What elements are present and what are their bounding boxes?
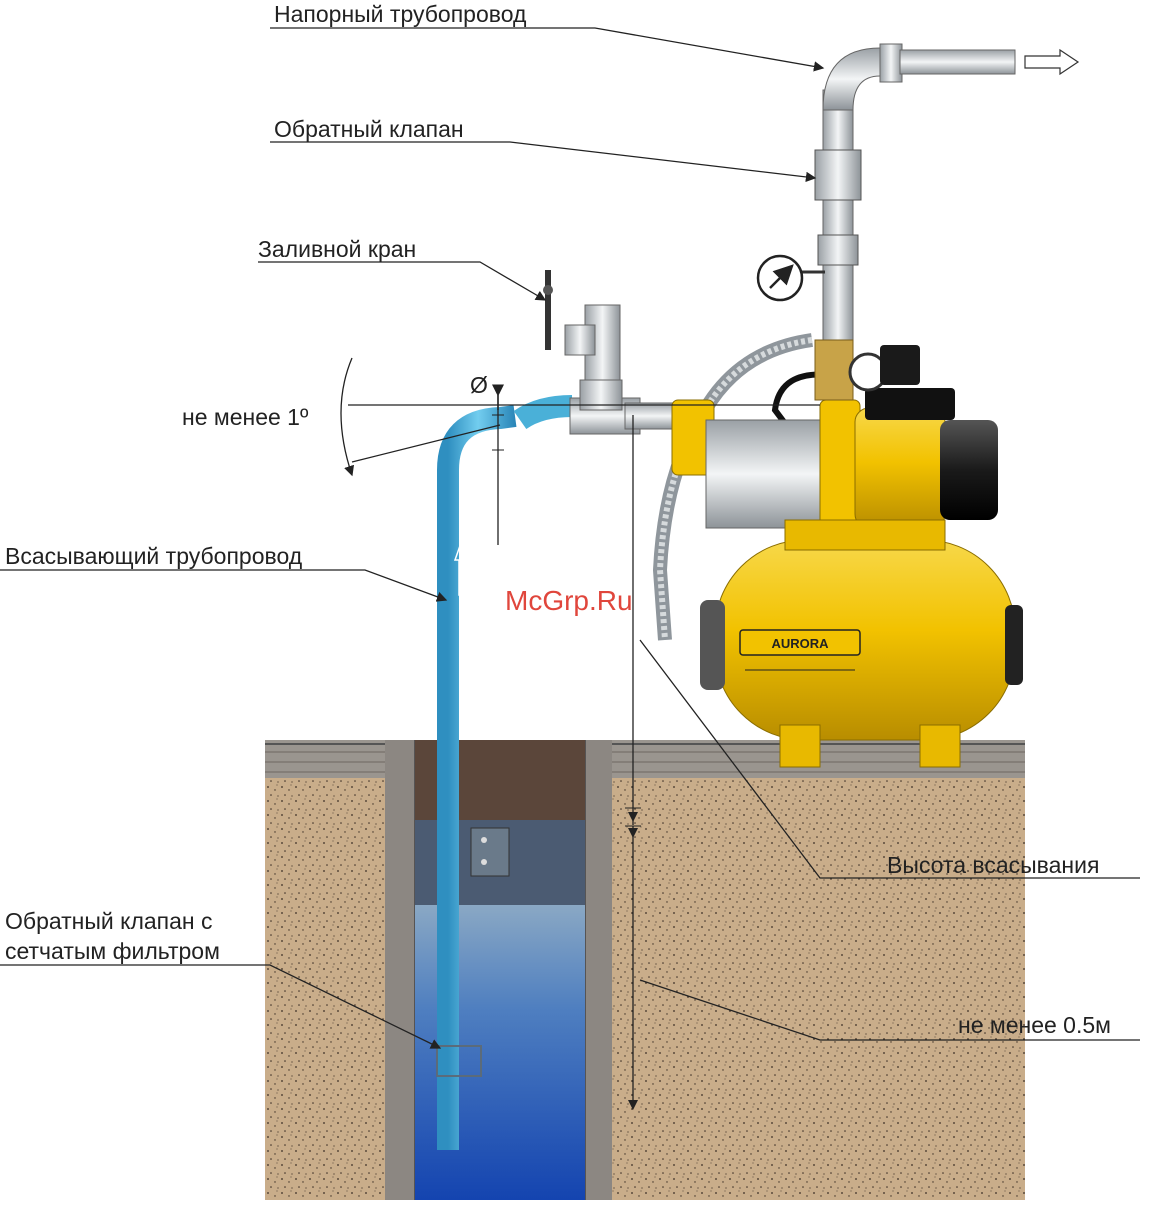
- pump-unit: AURORA: [652, 333, 1023, 768]
- soil-right: [612, 778, 1025, 1200]
- outflow-arrow-icon: [1024, 48, 1080, 76]
- flow-arrow-icon: [453, 537, 471, 596]
- label-check-valve: Обратный клапан: [274, 116, 464, 142]
- label-slope: не менее 1º: [182, 404, 309, 430]
- label-foot-valve-line2: сетчатым фильтром: [5, 938, 220, 964]
- label-fill-tap: Заливной кран: [258, 236, 417, 262]
- inlet-pipe: [624, 402, 681, 430]
- ground: [265, 740, 1025, 1200]
- ground-surface: [265, 740, 1025, 780]
- label-suction-pipe: Всасывающий трубопровод: [5, 543, 303, 569]
- dimension-lines: [340, 357, 820, 1110]
- label-foot-valve-line1: Обратный клапан с: [5, 908, 213, 934]
- foot-valve-body: [436, 1045, 482, 1077]
- label-suction-height: Высота всасывания: [887, 852, 1100, 878]
- label-pressure-pipe: Напорный трубопровод: [274, 1, 527, 27]
- pressure-gauge-icon: [756, 254, 825, 302]
- pressure-pipe: [814, 43, 1080, 341]
- soil-left: [265, 778, 385, 1200]
- well-wall-right: [585, 740, 612, 1200]
- leader-lines: [0, 27, 1140, 1049]
- brand-text: AURORA: [771, 636, 829, 651]
- label-diameter: Ø: [470, 372, 488, 398]
- check-valve-body: [814, 149, 862, 201]
- watermark: McGrp.Ru: [505, 585, 633, 616]
- suction-pipe: [436, 395, 573, 1150]
- well-wall-left: [385, 740, 415, 1200]
- label-min-depth: не менее 0.5м: [958, 1012, 1111, 1038]
- brand-plate: [739, 629, 861, 656]
